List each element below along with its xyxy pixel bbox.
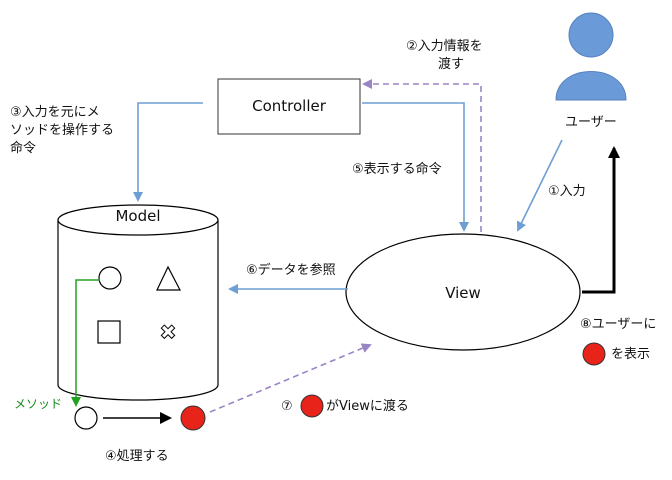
user-to-view-arrow [517,139,563,232]
model-label: Model [115,207,161,225]
step1-label: ①入力 [548,184,586,199]
input-circle [74,406,98,430]
controller-label: Controller [252,97,326,115]
controller-to-view-arrow [362,102,469,232]
model-triangle-shape [156,265,181,291]
result-to-view-arrow [209,343,372,413]
step3-label-line2: ソッドを操作する [10,123,115,138]
view-to-controller-arrow [362,79,482,232]
user-label: ユーザー [565,115,617,130]
step2-label-line2: 渡す [438,57,465,72]
user-icon [555,12,627,101]
step8-label-line1: ⑧ユーザーに [580,317,657,332]
step2-label-line1: ②入力情報を [406,39,483,54]
model-cross-shape: ✖ [160,320,177,344]
view-to-user-arrow [582,146,620,294]
step6-label: ⑥データを参照 [246,263,336,278]
model-square-shape [97,320,121,344]
step5-label: ⑤表示する命令 [352,162,442,177]
model-cylinder [57,204,219,401]
step8-label-line2: を表示 [611,347,651,362]
view-label: View [445,284,481,302]
step4-label: ④処理する [105,449,169,464]
step3-label-line3: 命令 [10,141,37,156]
step3-label-line1: ③入力を元にメ [10,105,100,120]
controller-box [217,78,361,135]
method-label: メソッド [14,397,63,411]
model-circle-shape [98,266,122,290]
step7-prefix: ⑦ [281,399,293,414]
step8-red-circle [582,342,606,366]
step7-red-circle [300,394,324,418]
method-arrow [71,279,100,407]
controller-to-model-arrow [133,102,203,202]
result-circle [180,405,206,431]
view-ellipse [345,233,581,351]
step7-suffix: がViewに渡る [326,399,409,414]
